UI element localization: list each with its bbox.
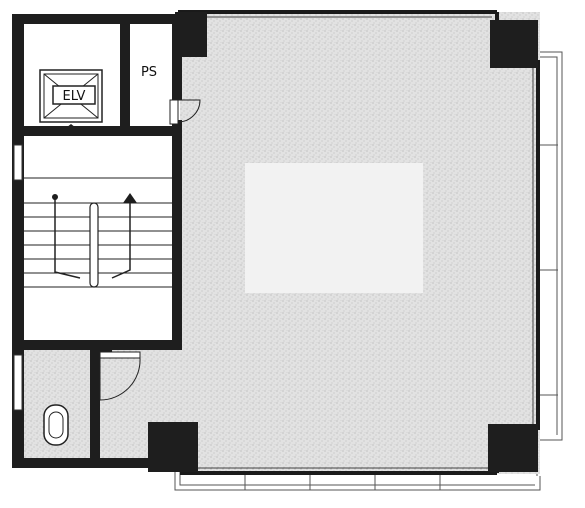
central-area — [245, 163, 423, 293]
lobby-door — [99, 351, 141, 401]
pipe-shaft-label: PS — [141, 65, 157, 80]
column-top-right — [490, 20, 538, 68]
elevator-label: ELV — [63, 89, 86, 104]
staircase — [24, 136, 172, 340]
office-door — [169, 99, 201, 125]
toilet — [43, 404, 69, 446]
office-inner-lines — [197, 16, 534, 469]
elevator-door-arrow — [58, 124, 84, 134]
stair-path-arrow — [54, 197, 131, 279]
core-windows — [13, 144, 23, 411]
pipe-shaft: PS — [130, 24, 172, 126]
stair-handrail — [89, 202, 99, 288]
column-bottom-right — [488, 424, 538, 472]
elevator: ELV — [24, 24, 120, 136]
